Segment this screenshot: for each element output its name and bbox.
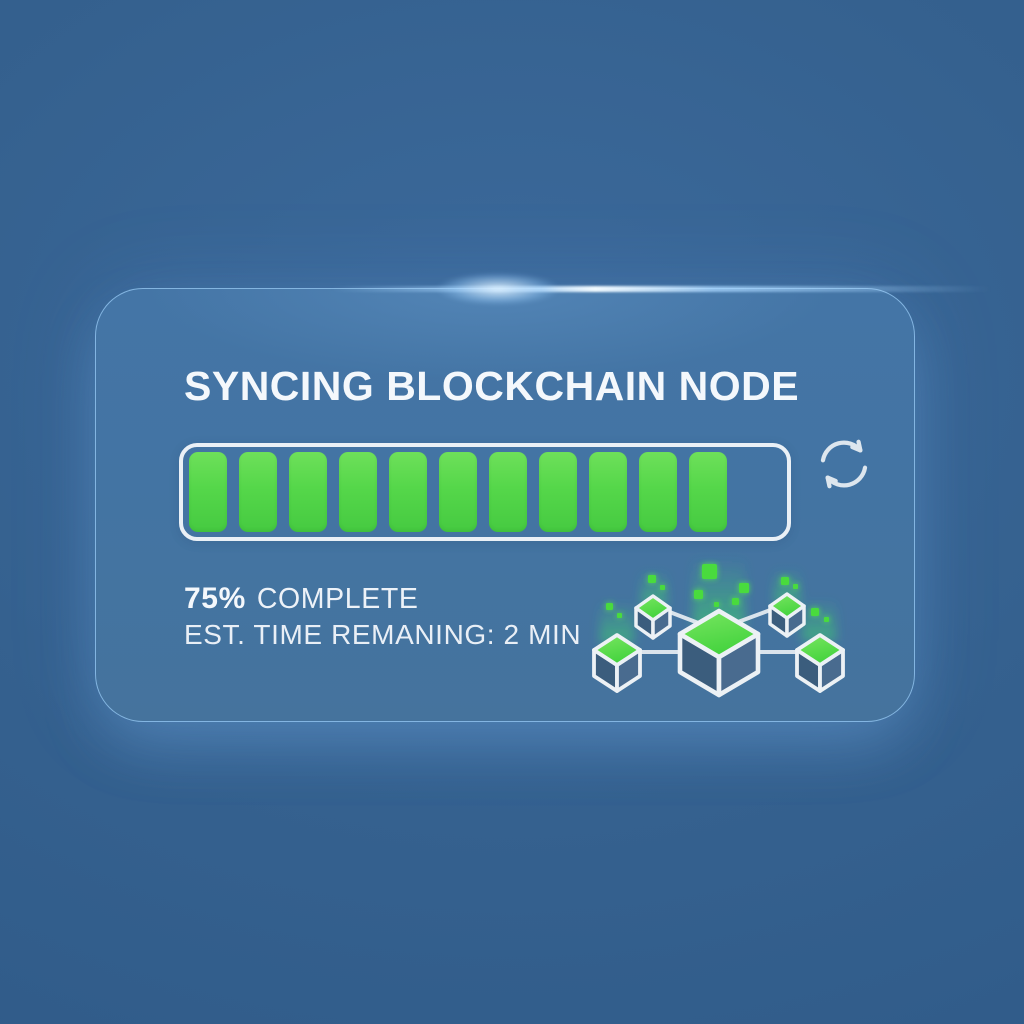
progress-segment <box>239 452 277 532</box>
progress-segment <box>539 452 577 532</box>
cube-central <box>677 608 761 698</box>
card-top-flare <box>418 268 578 310</box>
cube-top-right <box>768 592 806 638</box>
sync-top-arc <box>820 440 863 463</box>
cube-top-left <box>634 594 672 640</box>
progress-segment <box>189 452 227 532</box>
page-title: SYNCING BLOCKCHAIN NODE <box>184 363 800 409</box>
sync-refresh-icon[interactable] <box>813 433 875 495</box>
cube-far-left <box>592 633 642 693</box>
progress-segment <box>639 452 677 532</box>
progress-percent-label: COMPLETE <box>256 583 419 615</box>
node-cubes <box>592 592 845 698</box>
progress-track <box>189 452 781 532</box>
progress-segment <box>689 452 727 532</box>
pixel-particles <box>606 564 829 622</box>
progress-segment <box>389 452 427 532</box>
progress-segment <box>339 452 377 532</box>
progress-status-line: 75% COMPLETE <box>184 582 419 615</box>
sync-status-card: SYNCING BLOCKCHAIN NODE 75% COMPLETE EST.… <box>95 268 991 722</box>
sync-bottom-arc <box>825 465 868 488</box>
cube-far-right <box>795 633 845 693</box>
progress-segment <box>289 452 327 532</box>
sync-right-arrowhead <box>850 439 863 453</box>
progress-segment <box>589 452 627 532</box>
progress-percent: 75% <box>184 582 246 615</box>
progress-segment <box>489 452 527 532</box>
progress-segment <box>439 452 477 532</box>
blockchain-network-icon <box>592 557 845 698</box>
eta-text: EST. TIME REMANING: 2 MIN <box>184 619 582 650</box>
sync-left-arrowhead <box>825 475 838 489</box>
progress-bar <box>179 443 791 541</box>
card-top-shine <box>331 286 991 292</box>
